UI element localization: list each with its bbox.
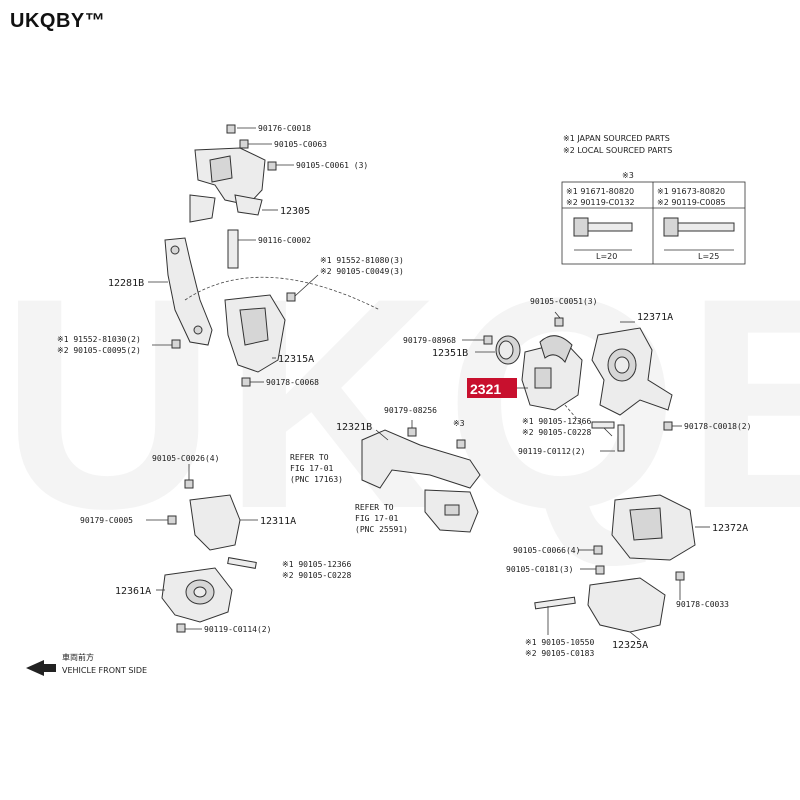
refer-2-line-c: (PNC 25591) <box>355 525 408 534</box>
label-90178-c0018-r: 90178-C0018(2) <box>684 422 751 431</box>
label-290105-c0095: ※2 90105-C0095(2) <box>57 346 141 355</box>
label-12311a: 12311A <box>260 516 296 527</box>
part-12325a <box>534 571 685 633</box>
legend-col2-row1: ※1 91673-80820 <box>657 187 725 196</box>
label-90176-c0018-top: 90176-C0018 <box>258 124 311 133</box>
legend-col2-row2: ※2 90119-C0085 <box>657 198 726 207</box>
refer-1-line-b: FIG 17-01 <box>290 464 334 473</box>
label-12325a: 12325A <box>612 640 648 651</box>
label-91552-81030: ※1 91552-81030(2) <box>57 335 141 344</box>
part-12315a <box>224 292 296 387</box>
label-190105-12366-l: ※1 90105-12366 <box>282 560 352 569</box>
label-90105-c0061: 90105-C0061 (3) <box>296 161 368 170</box>
label-12315a: 12315A <box>278 354 314 365</box>
label-91552-81080: ※1 91552-81080(3) <box>320 256 404 265</box>
label-90179-c0005: 90179-C0005 <box>80 516 133 525</box>
refer-2-line-a: REFER TO <box>355 503 394 512</box>
label-90105-c0063: 90105-C0063 <box>274 140 327 149</box>
part-12281b <box>164 237 213 346</box>
label-290105-c0049: ※2 90105-C0049(3) <box>320 267 404 276</box>
part-12371a <box>591 327 673 431</box>
label-90105-c0026: 90105-C0026(4) <box>152 454 219 463</box>
refer-1-line-a: REFER TO <box>290 453 329 462</box>
vehicle-front-label: VEHICLE FRONT SIDE <box>62 666 147 675</box>
label-90105-c0051: 90105-C0051(3) <box>530 297 597 306</box>
label-90105-c0066: 90105-C0066(4) <box>513 546 580 555</box>
brand-logo: UKQBY™ <box>10 10 106 32</box>
part-12351b <box>483 317 564 365</box>
highlight-callout-2321[interactable]: 2321 <box>467 378 517 398</box>
legend-col2-length: L=25 <box>698 252 719 261</box>
part-12321b <box>361 427 481 489</box>
label-12321b: 12321B <box>336 422 372 433</box>
legend-table-title: ※3 <box>622 171 634 180</box>
label-90179-08256: 90179-08256 <box>384 406 437 415</box>
label-note-3: ※3 <box>453 419 465 428</box>
label-90179-08968: 90179-08968 <box>403 336 456 345</box>
legend-table: ※1 91671-80820 ※2 90119-C0132 ※1 91673-8… <box>561 181 746 265</box>
refer-1-line-c: (PNC 17163) <box>290 475 343 484</box>
part-12361a <box>161 567 233 633</box>
vehicle-front-jp: 車両前方 <box>62 652 94 662</box>
label-12305: 12305 <box>280 206 310 217</box>
part-2321-bracket <box>521 335 583 411</box>
label-90119-c0112: 90119-C0112(2) <box>518 447 585 456</box>
label-12371a: 12371A <box>637 312 673 323</box>
refer-2-line-b: FIG 17-01 <box>355 514 399 523</box>
part-12372a <box>593 494 696 575</box>
label-12372a: 12372A <box>712 523 748 534</box>
highlight-label: 2321 <box>470 381 501 397</box>
label-90178-c0033: 90178-C0033 <box>676 600 729 609</box>
part-lower-bracket <box>424 489 479 533</box>
label-290105-c0228-r: ※2 90105-C0228 <box>522 428 592 437</box>
vehicle-front-indicator: 車両前方 VEHICLE FRONT SIDE <box>26 652 147 676</box>
label-12281b: 12281B <box>108 278 144 289</box>
label-190105-12366-r: ※1 90105-12366 <box>522 417 592 426</box>
label-90116-c0002: 90116-C0002 <box>258 236 311 245</box>
label-90178-c0068: 90178-C0068 <box>266 378 319 387</box>
label-90119-c0114: 90119-C0114(2) <box>204 625 271 634</box>
label-290105-c0228-l: ※2 90105-C0228 <box>282 571 352 580</box>
label-190105-10550: ※1 90105-10550 <box>525 638 595 647</box>
label-290105-c0183: ※2 90105-C0183 <box>525 649 595 658</box>
label-12361a: 12361A <box>115 586 151 597</box>
part-12311a <box>167 479 257 569</box>
legend-note-1: ※1 JAPAN SOURCED PARTS <box>563 134 670 143</box>
legend-col1-row1: ※1 91671-80820 <box>566 187 634 196</box>
arrow-left-icon <box>26 660 56 676</box>
legend-note-2: ※2 LOCAL SOURCED PARTS <box>563 146 672 155</box>
part-12305 <box>189 124 277 269</box>
legend-col1-length: L=20 <box>596 252 617 261</box>
label-12351b: 12351B <box>432 348 468 359</box>
legend-col1-row2: ※2 90119-C0132 <box>566 198 635 207</box>
label-90105-c0181: 90105-C0181(3) <box>506 565 573 574</box>
